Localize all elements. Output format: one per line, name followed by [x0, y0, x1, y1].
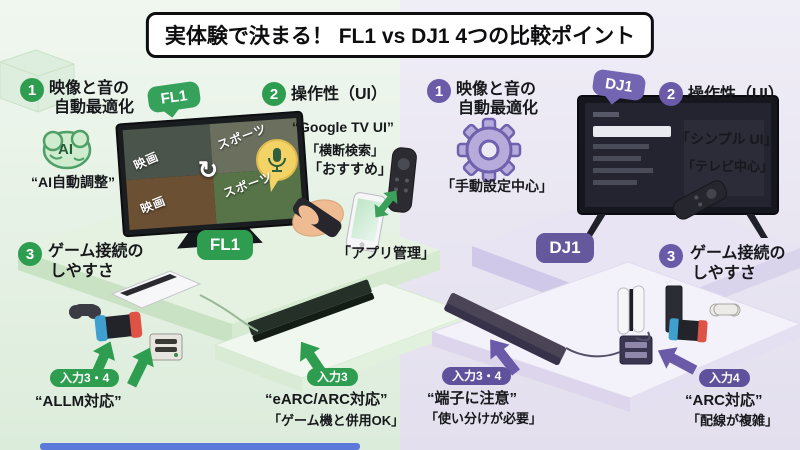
- right-soundbar: [444, 293, 567, 366]
- left-point1-number: 1: [20, 78, 44, 102]
- right-input4-pill: 入力4: [699, 369, 750, 387]
- ai-icon-label: AI: [58, 141, 73, 158]
- left-app-note: 「アプリ管理」: [337, 245, 435, 261]
- right-point1-line2: 自動最適化: [458, 100, 539, 117]
- remote-right-icon: [672, 180, 728, 220]
- left-point1-line1: 映像と音の: [49, 80, 130, 97]
- hdmi-box-right: [619, 335, 653, 365]
- right-tvcenter-note: 「テレビ中心」: [682, 159, 774, 174]
- remote-left-icon: [387, 147, 417, 213]
- left-ai-note: “AI自動調整”: [31, 174, 115, 190]
- sync-double-arrow-icon: [374, 190, 398, 218]
- right-usage-note: 「使い分けが必要」: [425, 411, 543, 426]
- left-point3-line2: しやすさ: [50, 263, 114, 280]
- left-recommend-note: 「おすすめ」: [308, 161, 392, 177]
- right-wiring-note: 「配線が複雑」: [687, 413, 779, 428]
- hand-remote-icon: [292, 197, 344, 238]
- left-gameok-note: 「ゲーム機と併用OK」: [268, 413, 405, 428]
- right-soundbar-stage: [430, 261, 800, 412]
- left-point2-number: 2: [262, 82, 286, 106]
- cycle-icon: ↻: [198, 157, 219, 184]
- right-point3-line1: ゲーム接続の: [690, 245, 786, 262]
- ps5-right: [617, 285, 645, 335]
- bottom-blue-bar: [40, 443, 360, 450]
- right-terminal-note: “端子に注意”: [427, 390, 518, 407]
- right-arc-note: “ARC対応”: [685, 392, 763, 409]
- left-search-note: 「横断検索」: [306, 143, 385, 158]
- cable-left: [199, 294, 259, 332]
- right-manual-note: 「手動設定中心」: [441, 178, 553, 194]
- right-point1-line1: 映像と音の: [456, 81, 537, 98]
- switch-left: [94, 311, 143, 342]
- left-input34-pill: 入力3・4: [50, 369, 120, 387]
- ps5-left: [110, 270, 202, 309]
- left-point1-line2: 自動最適化: [54, 99, 135, 116]
- left-allm-note: “ALLM対応”: [35, 393, 122, 410]
- cable-right-1: [635, 331, 651, 342]
- switch-right: [668, 318, 708, 343]
- voice-mic-icon: [256, 139, 298, 192]
- right-point2-number: 2: [659, 82, 683, 106]
- right-point2-label: 操作性（UI）: [688, 86, 785, 103]
- controller-right: [709, 303, 741, 317]
- fl1-stage-label: FL1: [197, 230, 253, 260]
- page-title: 実体験で決まる！ FL1 vs DJ1 4つの比較ポイント: [145, 12, 655, 58]
- controller-left: [69, 304, 101, 319]
- right-tv: [577, 95, 779, 238]
- left-earc-note: “eARC/ARC対応”: [265, 391, 388, 408]
- right-point3-number: 3: [659, 244, 683, 268]
- retro-console-left: [149, 333, 183, 361]
- right-simpleui-note: 「シンプル UI」: [676, 131, 778, 147]
- right-point3-line2: しやすさ: [692, 265, 756, 282]
- left-soundbar: [247, 279, 375, 343]
- brain-ai-icon: [42, 129, 92, 170]
- right-input34-pill: 入力3・4: [442, 367, 512, 385]
- left-tv: [115, 110, 311, 249]
- left-point3-number: 3: [18, 242, 42, 266]
- left-point2-label: 操作性（UI）: [291, 86, 388, 103]
- left-point3-line1: ゲーム接続の: [48, 243, 144, 260]
- gear-icon: [456, 117, 522, 183]
- dj1-stage-label: DJ1: [536, 233, 594, 263]
- left-googletv-note: “Google TV UI”: [292, 119, 394, 135]
- right-point1-number: 1: [427, 79, 451, 103]
- cable-right-2: [565, 347, 621, 358]
- left-input3-pill: 入力3: [307, 368, 358, 386]
